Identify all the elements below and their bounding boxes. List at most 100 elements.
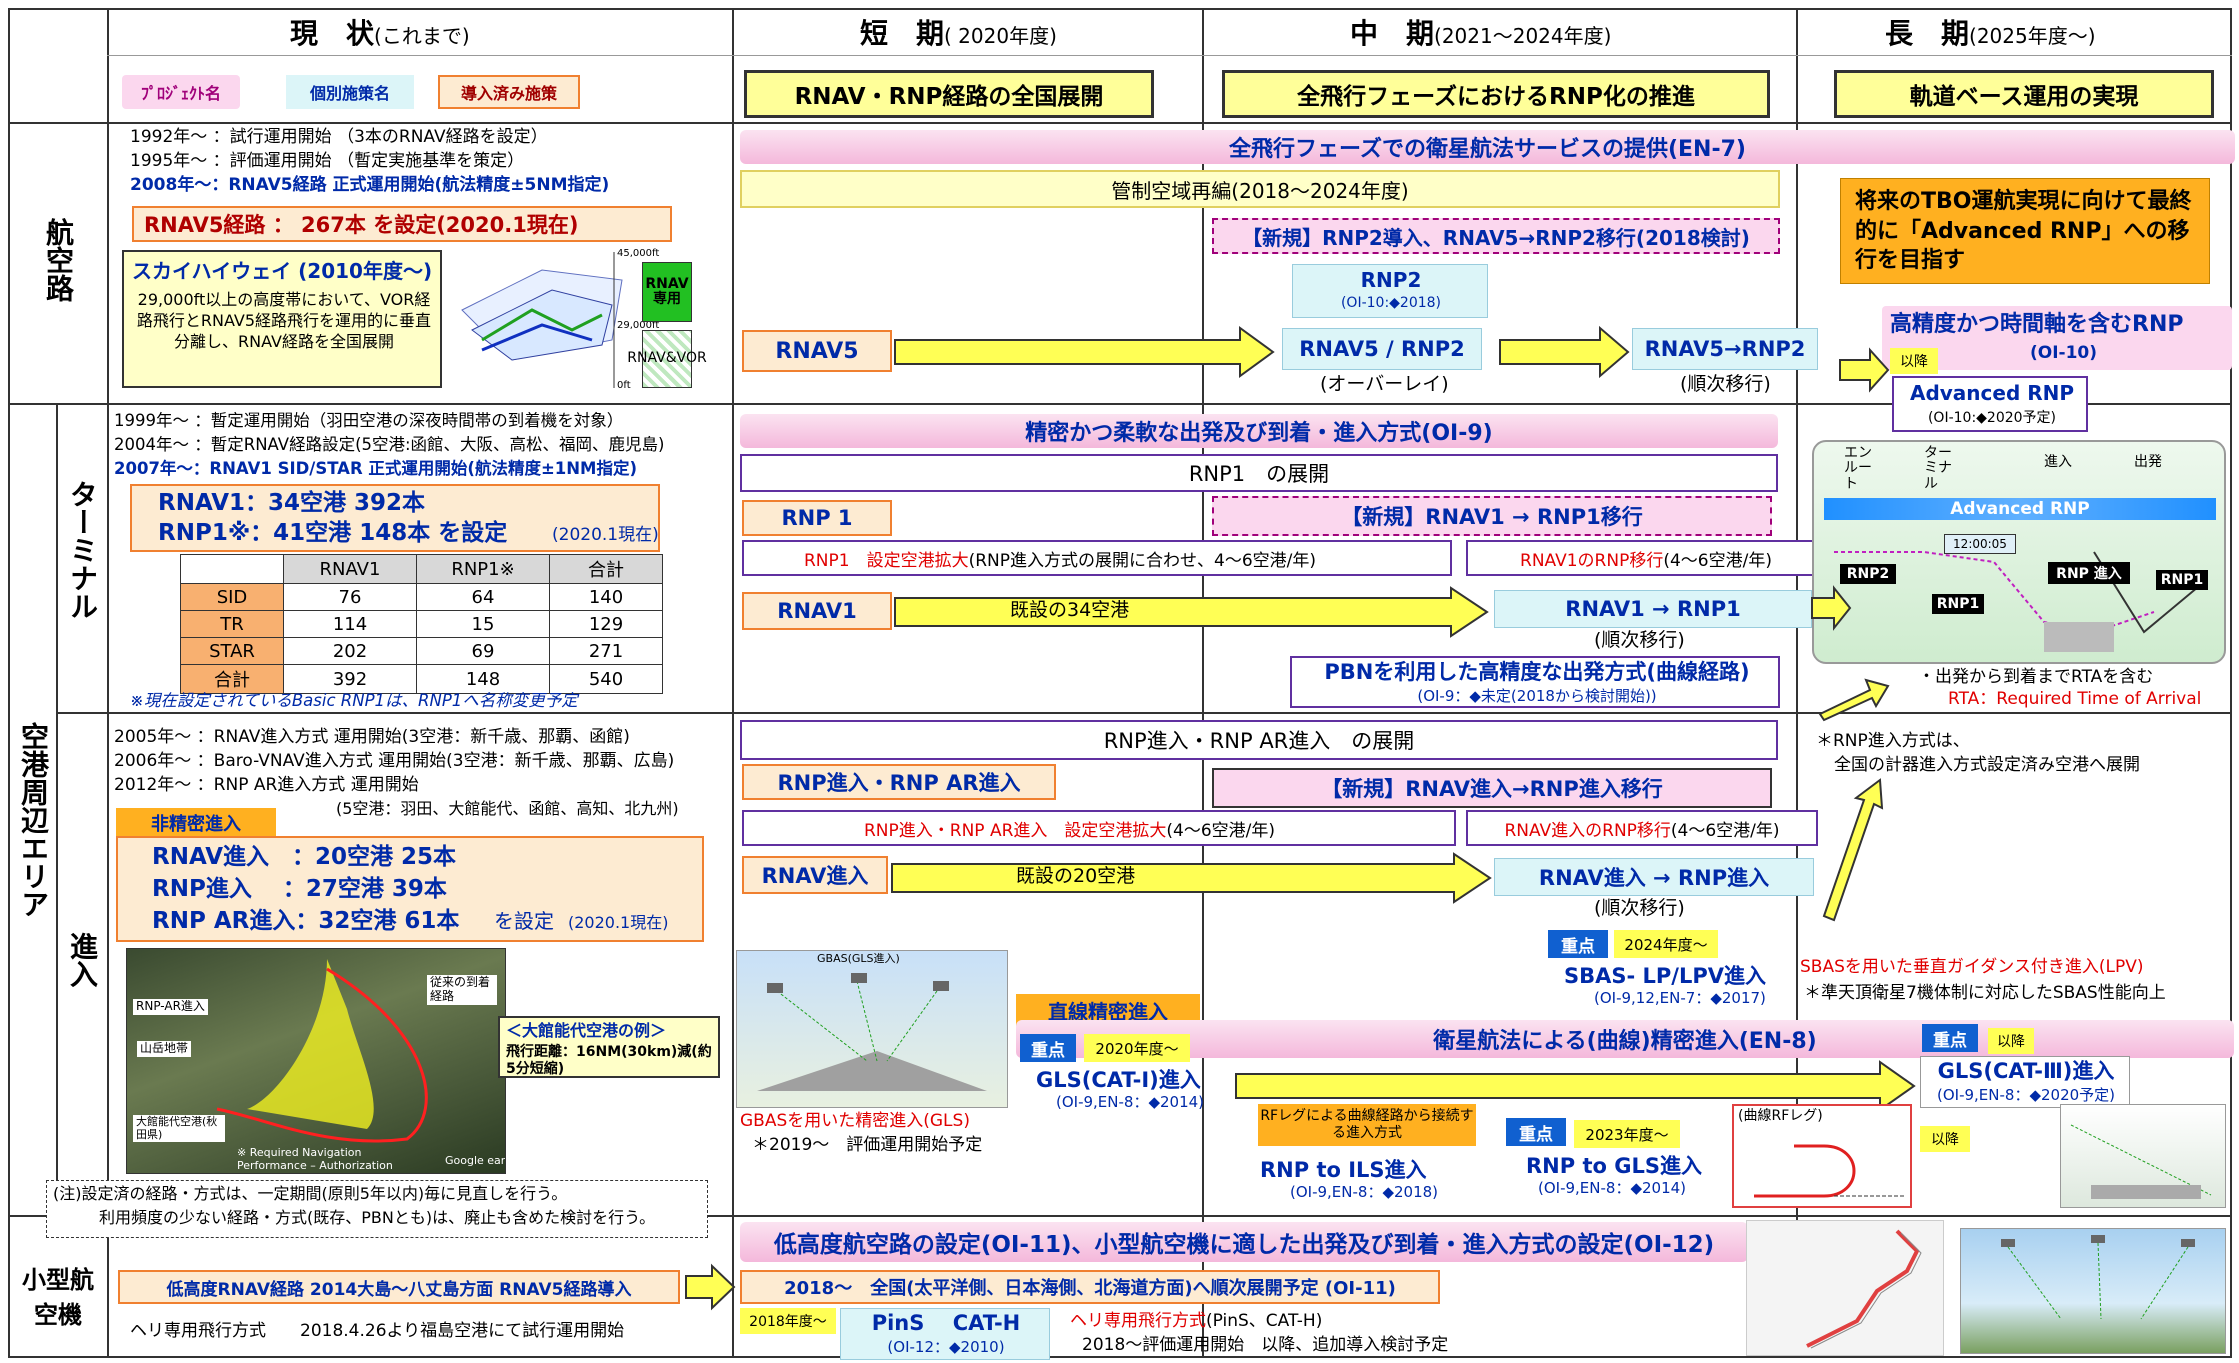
diag-adv-bar: Advanced RNP <box>1824 498 2216 520</box>
pins-box: PinS CAT-H (OI-12：◆2010) <box>840 1308 1050 1360</box>
rnav-app-mig-b: (4～6空港/年) <box>1670 820 1780 841</box>
heli2-b: (PinS、CAT-H) <box>1206 1311 1323 1331</box>
table-cell: 271 <box>549 637 663 665</box>
y2018-tag: 2018年度～ <box>740 1308 836 1334</box>
gbas-2019: ＊2019～ 評価運用開始予定 <box>752 1135 983 1155</box>
skyhighway-body: 29,000ft以上の高度帯において、VOR経路飛行とRNAV5経路飛行を運用的… <box>136 290 432 351</box>
airspace-box: 管制空域再編(2018～2024年度) <box>740 170 1780 208</box>
rta1: ・出発から到着までRTAを含む <box>1918 667 2154 687</box>
pins-label: PinS CAT-H <box>871 1311 1021 1335</box>
grid-h2 <box>8 403 2232 405</box>
arrow-small <box>685 1263 736 1311</box>
phase-title-long: 軌道ベース運用の実現 <box>1834 70 2214 118</box>
hp-rnp-title: 高精度かつ時間軸を含むRNP <box>1890 312 2184 337</box>
table-cell: 76 <box>283 583 417 611</box>
disclaimer-box: (注)設定済の経路・方式は、一定期間(原則5年以内)毎に見直しを行う。 利用頻度… <box>46 1180 708 1238</box>
tbo-box: 将来のTBO運航実現に向けて最終的に「Advanced RNP」への移行を目指す <box>1840 178 2210 284</box>
later-tag-airway: 以降 <box>1890 348 1938 374</box>
y2023-tag: 2023年度～ <box>1574 1120 1680 1148</box>
table-cell: 15 <box>416 610 550 638</box>
gls1-sub: (OI-9,EN-8：◆2014) <box>1056 1093 1205 1111</box>
rnp-gls-sub: (OI-9,EN-8：◆2014) <box>1538 1179 1687 1197</box>
approach-hist3: 2012年～ ：RNP AR進入方式 運用開始 <box>114 775 419 795</box>
terminal-hist3: 2007年～：RNAV1 SID/STAR 正式運用開始(航法精度±1NM指定) <box>114 459 638 478</box>
row-airway: 航空路 <box>42 218 75 302</box>
disclaimer2: 利用頻度の少ない経路・方式(既存、PBNとも)は、廃止も含めた検討を行う。 <box>99 1208 656 1227</box>
diag-rnp1b: RNP1 <box>2156 570 2208 590</box>
rnp-ils-label: RNP to ILS進入 <box>1260 1158 1427 1182</box>
approach-status-box: RNAV進入 ：20空港 25本 RNP進入 ：27空港 39本 RNP AR進… <box>116 836 704 942</box>
sequential-approach: (順次移行) <box>1594 897 1685 919</box>
arrow-rnav1 <box>894 586 1489 638</box>
diag-path <box>1834 551 2205 652</box>
rnav-only-block: RNAV専用 <box>642 262 692 322</box>
rnp-gls-label: RNP to GLS進入 <box>1526 1154 1702 1178</box>
photo-odate: 大館能代空港(秋田県) <box>133 1115 225 1143</box>
arrow-rnav-app <box>891 852 1492 904</box>
sbas-svg <box>2001 1235 2195 1320</box>
table-row: 合計 392 148 540 <box>180 664 663 694</box>
gbas-desc: GBASを用いた精密進入(GLS) <box>740 1111 970 1132</box>
photo-google: Google earth <box>445 1154 506 1167</box>
approach-s-set: を設定 <box>494 909 554 933</box>
gls3-sub: (OI-9,EN-8：◆2020予定) <box>1936 1086 2116 1104</box>
alt-29000: 29,000ft <box>617 320 660 331</box>
expand-b: (4～6空港/年) <box>1166 820 1276 841</box>
rnav-app-box: RNAV進入 <box>742 856 888 894</box>
rnpar-box: RNP進入・RNP AR進入 <box>742 764 1056 800</box>
table-row: TR 114 15 129 <box>180 610 663 638</box>
later-tag-rf: 以降 <box>1920 1126 1970 1152</box>
rnav1-box: RNAV1 <box>742 592 892 630</box>
row-airport-area: 空港周辺エリア <box>17 722 50 918</box>
header-current: 現 状(これまで) <box>290 17 470 50</box>
en7-bar: 全飛行フェーズでの衛星航法サービスの提供(EN-7) <box>740 130 2235 164</box>
table-cell: 140 <box>549 583 663 611</box>
hp-rnp-box <box>1882 306 2232 370</box>
later-tag-gls3: 以降 <box>1988 1028 2034 1054</box>
rnav1-mig-a: RNAV1のRNP移行 <box>1520 550 1664 571</box>
rnav-app-mig-a: RNAV進入のRNP移行 <box>1504 820 1671 841</box>
arrow-up-app <box>1822 778 1884 922</box>
example-title: ＜大館能代空港の例＞ <box>506 1021 667 1040</box>
oi11-bar: 低高度航空路の設定(OI-11)、小型航空機に適した出発及び到着・進入方式の設定… <box>740 1222 1748 1262</box>
row-approach: 進入 <box>66 932 99 988</box>
table-cell: SID <box>180 583 284 611</box>
approach-hist1: 2005年～ ：RNAV進入方式 運用開始(3空港：新千歳、那覇、函館) <box>114 727 630 747</box>
airway-hist1: 1992年～ ：試行運用開始 （3本のRNAV経路を設定） <box>130 127 548 147</box>
grid-h1 <box>8 122 2232 124</box>
rnav5-to-rnp2-box: RNAV5→RNP2 <box>1632 328 1818 370</box>
heli2-a: ヘリ専用飛行方式 <box>1070 1311 1206 1331</box>
table-cell: STAR <box>180 637 284 665</box>
photo-mtn: 山岳地帯 <box>137 1041 192 1057</box>
terminal-table: RNAV1 RNP1※ 合計 SID 76 64 140 TR 114 15 1… <box>180 554 663 694</box>
diag-departure: 出発 <box>2134 454 2162 470</box>
terminal-status-date: (2020.1現在) <box>552 525 659 545</box>
rnav1-mig-box: RNAV1のRNP移行(4～6空港/年) <box>1466 540 1826 576</box>
skyhighway-diagram: 45,000ft 29,000ft 0ft RNAV専用 RNAV&VOR <box>452 248 712 391</box>
sbas-lpv-text: SBASを用いた垂直ガイダンス付き進入(LPV) <box>1800 957 2144 977</box>
diag-terminal: ターミナル <box>1924 445 1952 492</box>
key-tag-rnp-gls: 重点 <box>1506 1118 1566 1146</box>
terminal-status1: RNAV1：34空港 392本 <box>158 490 426 516</box>
rnp1-expand-a: RNP1 設定空港拡大 <box>804 550 969 571</box>
rnav-app-to-rnp-box: RNAV進入 → RNP進入 <box>1494 858 1814 896</box>
grid-v5 <box>56 405 58 1215</box>
low-route-box: 低高度RNAV経路 2014大島～八丈島方面 RNAV5経路導入 <box>118 1270 680 1304</box>
japan-map-svg <box>1806 1229 1922 1349</box>
sequential-terminal: (順次移行) <box>1594 629 1685 651</box>
pins-sub: (OI-12：◆2010) <box>887 1338 1005 1356</box>
grid-v1 <box>107 8 109 1358</box>
gls1-label: GLS(CAT-Ⅰ)進入 <box>1036 1068 1201 1092</box>
rnp1-dev-box: RNP1 の展開 <box>740 454 1778 492</box>
gbas-image: GBAS(GLS進入) <box>736 950 1008 1108</box>
rf-curve-svg <box>1754 1144 1904 1198</box>
terminal-table-header: RNAV1 RNP1※ 合計 <box>180 554 663 584</box>
approach-s3: RNP AR進入：32空港 61本 <box>152 908 460 934</box>
pbn-box: PBNを利用した高精度な出発方式(曲線経路) (OI-9：◆未定(2018から検… <box>1290 656 1780 708</box>
terminal-hist2: 2004年～ ：暫定RNAV経路設定(5空港:函館、大阪、高松、福岡、鹿児島) <box>114 435 665 454</box>
grid-v3 <box>1202 8 1204 1358</box>
example-box: ＜大館能代空港の例＞ 飛行距離：16NM(30km)減(約5分短縮) <box>498 1016 720 1078</box>
skyhighway-title: スカイハイウェイ (2010年度～) <box>132 259 433 283</box>
nonprec-tag: 非精密進入 <box>116 808 276 838</box>
approach-hist3b: (5空港：羽田、大館能代、函館、高知、北九州) <box>336 799 679 818</box>
